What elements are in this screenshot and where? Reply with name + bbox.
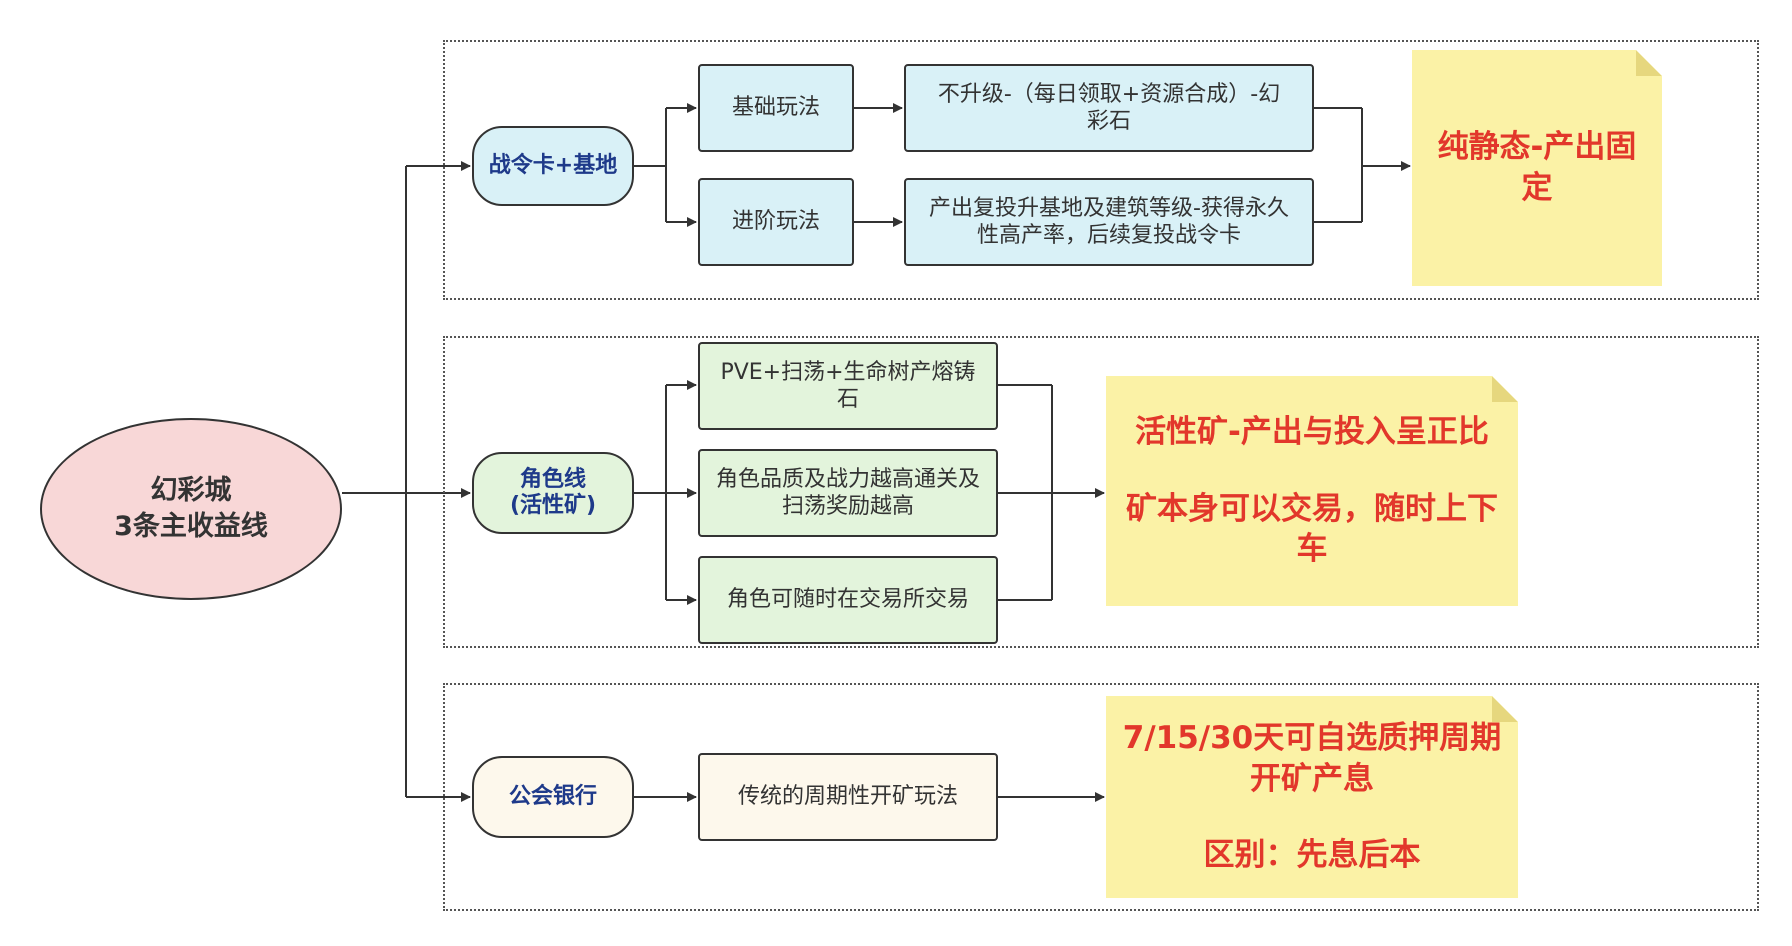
char-item-2: 角色品质及战力越高通关及扫荡奖励越高	[698, 449, 998, 537]
section-character	[443, 336, 1759, 648]
char-item-1: PVE+扫荡+生命树产熔铸石	[698, 342, 998, 430]
static-output-note-text: 纯静态-产出固定	[1437, 129, 1637, 206]
battle-pass-node: 战令卡+基地	[472, 126, 634, 206]
guild-item: 传统的周期性开矿玩法	[698, 753, 998, 841]
root-line-2: 3条主收益线	[114, 511, 268, 542]
basic-play-box: 基础玩法	[698, 64, 854, 152]
character-label-2: (活性矿)	[509, 493, 597, 518]
advanced-detail-box: 产出复投升基地及建筑等级-获得永久性高产率，后续复投战令卡	[904, 178, 1314, 266]
guild-bank-note-line-2: 区别：先息后本	[1203, 837, 1421, 874]
character-label-1: 角色线	[519, 466, 586, 492]
guild-bank-node: 公会银行	[472, 756, 634, 838]
root-node: 幻彩城 3条主收益线	[40, 418, 342, 600]
section-guild-bank	[443, 683, 1759, 911]
active-mine-note-line-1: 活性矿-产出与投入呈正比	[1135, 413, 1489, 450]
static-output-note: 纯静态-产出固定	[1412, 50, 1662, 286]
active-mine-note-line-2: 矿本身可以交易，随时上下车	[1126, 490, 1498, 568]
character-node: 角色线 (活性矿)	[472, 452, 634, 534]
char-item-3: 角色可随时在交易所交易	[698, 556, 998, 644]
active-mine-note: 活性矿-产出与投入呈正比 矿本身可以交易，随时上下车	[1106, 376, 1518, 606]
root-line-1: 幻彩城	[150, 474, 232, 506]
section-battle-pass	[443, 40, 1759, 300]
advanced-play-box: 进阶玩法	[698, 178, 854, 266]
basic-detail-box: 不升级-（每日领取+资源合成）-幻彩石	[904, 64, 1314, 152]
guild-bank-note: 7/15/30天可自选质押周期开矿产息 区别：先息后本	[1106, 696, 1518, 898]
guild-bank-note-line-1: 7/15/30天可自选质押周期开矿产息	[1122, 719, 1502, 797]
